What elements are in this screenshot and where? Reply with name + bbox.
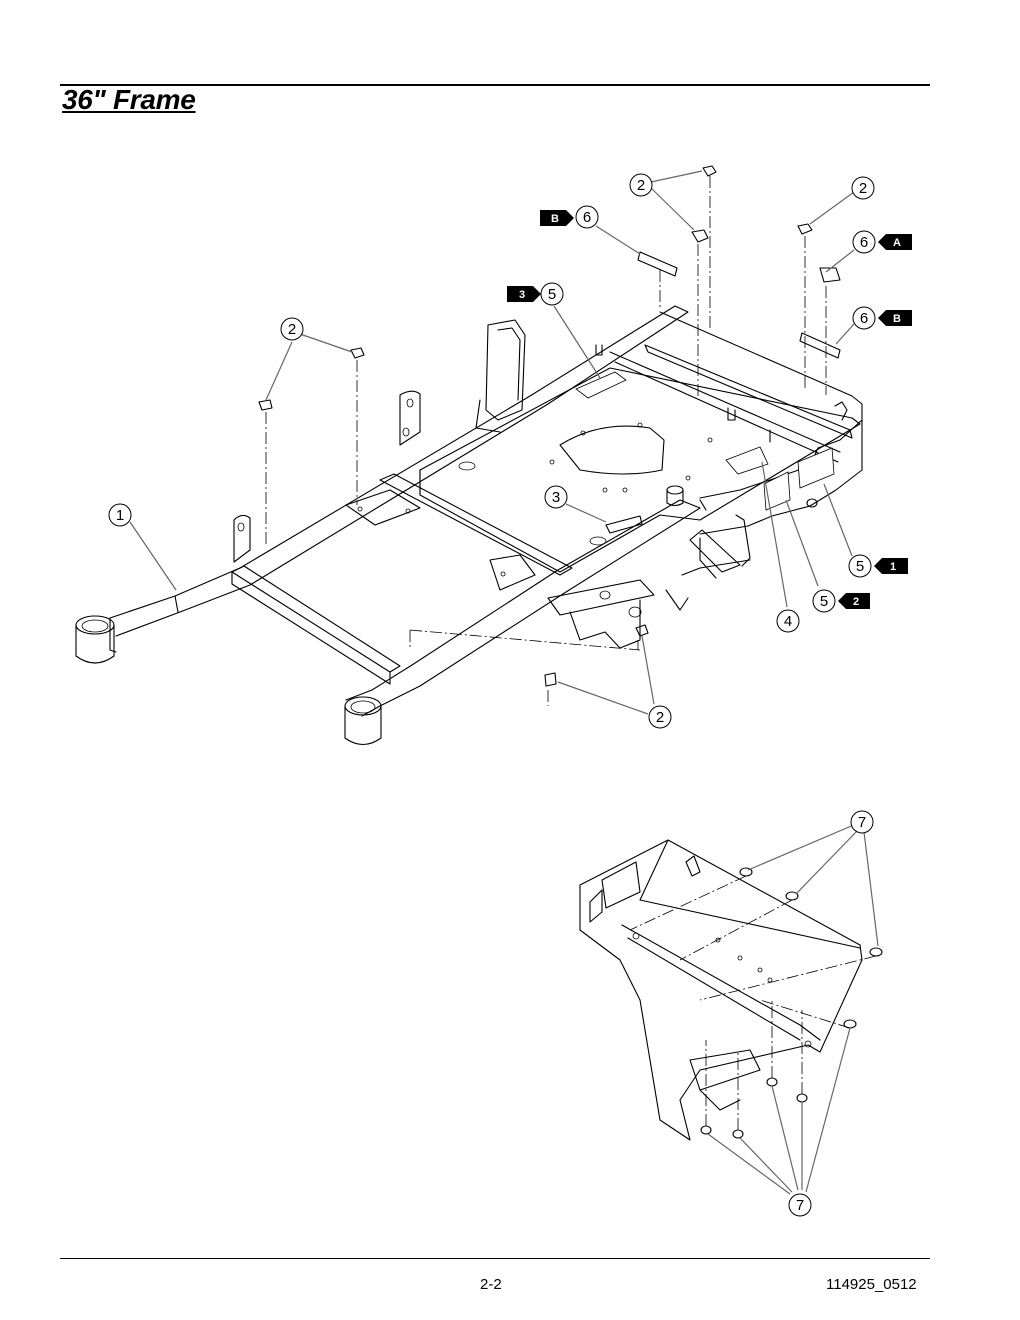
alignment-lines <box>265 176 827 706</box>
callout-6-right-b: 6 <box>852 306 876 330</box>
decal-5-middle <box>763 471 791 511</box>
callout-5-right-2: 5 <box>812 589 836 613</box>
callout-6-top-left: 6 <box>575 205 599 229</box>
svg-text:7: 7 <box>796 1197 804 1214</box>
footer-rule <box>60 1258 930 1259</box>
leader-lines <box>129 170 879 1195</box>
callout-1: 1 <box>108 503 132 527</box>
callout-5-top: 5 <box>540 282 564 306</box>
svg-text:5: 5 <box>820 593 828 610</box>
svg-text:B: B <box>893 313 901 325</box>
svg-text:6: 6 <box>583 209 591 226</box>
svg-text:2: 2 <box>656 709 664 726</box>
header-rule <box>60 84 930 86</box>
svg-text:3: 3 <box>552 489 560 506</box>
callout-7-top: 7 <box>850 810 874 834</box>
svg-text:5: 5 <box>548 286 556 303</box>
callout-3: 3 <box>544 485 568 509</box>
svg-text:2: 2 <box>288 321 296 338</box>
left-caster-mount <box>75 615 115 664</box>
callout-7-bottom: 7 <box>788 1193 812 1217</box>
right-caster-mount <box>344 696 382 746</box>
frame-weldment <box>75 305 863 746</box>
svg-text:A: A <box>893 237 901 249</box>
decal-5-top <box>575 371 627 399</box>
svg-text:6: 6 <box>860 310 868 327</box>
tag-B-left: B <box>540 210 574 226</box>
decal-4 <box>725 446 769 475</box>
svg-text:3: 3 <box>519 289 525 301</box>
page-number: 2-2 <box>480 1276 502 1293</box>
svg-text:7: 7 <box>858 814 866 831</box>
svg-text:2: 2 <box>637 177 645 194</box>
svg-text:B: B <box>551 213 559 225</box>
tube-parts <box>637 251 841 359</box>
detail-view-bumpers <box>579 839 883 1141</box>
callout-2-left: 2 <box>280 317 304 341</box>
svg-text:4: 4 <box>784 613 792 630</box>
svg-text:5: 5 <box>856 558 864 575</box>
decal-5-right <box>797 447 835 489</box>
callout-5-right-1: 5 <box>848 554 872 578</box>
svg-text:6: 6 <box>860 234 868 251</box>
callout-2-bottom: 2 <box>648 705 672 729</box>
svg-text:1: 1 <box>890 561 896 573</box>
tag-B-right: B <box>878 310 912 326</box>
svg-text:2: 2 <box>859 180 867 197</box>
hardware-clips <box>258 165 813 687</box>
callout-4: 4 <box>776 609 800 633</box>
tag-A: A <box>878 234 912 250</box>
document-code: 114925_0512 <box>826 1276 917 1293</box>
tag-3: 3 <box>507 286 541 302</box>
tag-1: 1 <box>874 558 908 574</box>
tag-2: 2 <box>838 593 870 609</box>
svg-text:1: 1 <box>116 507 124 524</box>
page-title: 36" Frame <box>62 84 196 115</box>
callout-6-right-a: 6 <box>852 230 876 254</box>
callout-2-top-left: 2 <box>629 173 653 197</box>
callout-2-top-right: 2 <box>851 176 875 200</box>
svg-text:2: 2 <box>853 596 859 608</box>
mounting-holes <box>458 422 713 546</box>
